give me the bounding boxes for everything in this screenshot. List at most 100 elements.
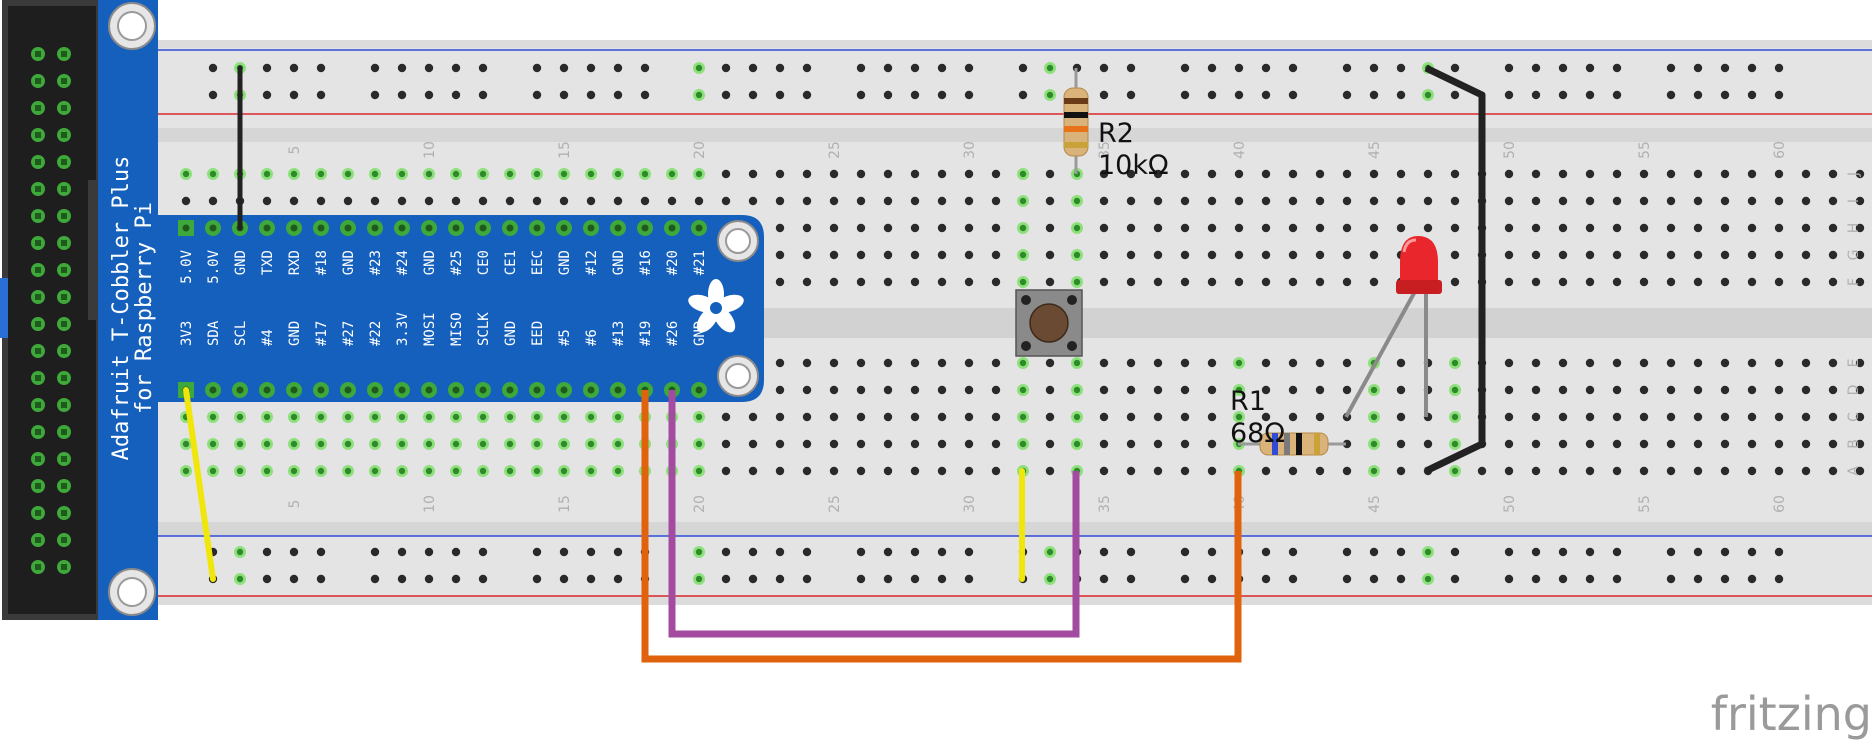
- breadboard-hole: [1855, 412, 1865, 422]
- breadboard-hole: [397, 63, 407, 73]
- breadboard-hole: [1126, 90, 1136, 100]
- breadboard-hole: [775, 196, 785, 206]
- breadboard-hole: [613, 63, 623, 73]
- breadboard-hole: [748, 90, 758, 100]
- breadboard-hole: [1369, 277, 1379, 287]
- breadboard-hole: [829, 385, 839, 395]
- breadboard-hole: [1396, 439, 1406, 449]
- breadboard-hole: [1666, 223, 1676, 233]
- breadboard-hole: [1531, 412, 1541, 422]
- column-number: 40: [1232, 141, 1248, 159]
- breadboard-hole: [289, 196, 299, 206]
- breadboard-hole: [532, 90, 542, 100]
- breadboard-hole: [693, 546, 705, 558]
- breadboard-hole: [910, 466, 920, 476]
- breadboard-hole: [964, 547, 974, 557]
- breadboard-hole: [1747, 90, 1757, 100]
- header-pin: [31, 155, 45, 169]
- breadboard-hole: [1153, 358, 1163, 368]
- breadboard-hole: [1693, 90, 1703, 100]
- breadboard-hole: [450, 411, 462, 423]
- breadboard-hole: [1288, 385, 1298, 395]
- breadboard-hole: [1126, 439, 1136, 449]
- breadboard-hole: [1017, 411, 1029, 423]
- cobbler-pin-label: #20: [665, 250, 681, 275]
- cobbler-pin: [610, 382, 626, 398]
- breadboard-hole: [1693, 574, 1703, 584]
- breadboard-hole: [1207, 358, 1217, 368]
- breadboard-hole: [1720, 385, 1730, 395]
- breadboard-hole: [1045, 250, 1055, 260]
- breadboard-hole: [1504, 63, 1514, 73]
- breadboard-hole: [829, 250, 839, 260]
- breadboard-hole: [829, 358, 839, 368]
- header-pin: [31, 371, 45, 385]
- breadboard-hole: [613, 90, 623, 100]
- cobbler-pin-label: GND: [503, 321, 519, 346]
- breadboard-hole: [1153, 412, 1163, 422]
- cobbler-pin: [664, 220, 680, 236]
- breadboard-hole: [531, 411, 543, 423]
- breadboard-hole: [1234, 277, 1244, 287]
- breadboard-hole: [1369, 250, 1379, 260]
- breadboard-hole: [721, 169, 731, 179]
- header-pin: [57, 317, 71, 331]
- header-pin: [57, 344, 71, 358]
- cobbler-pin-label: #4: [260, 329, 276, 346]
- breadboard-hole: [234, 465, 246, 477]
- cobbler-pin: [286, 220, 302, 236]
- breadboard-hole: [1504, 466, 1514, 476]
- breadboard-hole: [1531, 385, 1541, 395]
- breadboard-hole: [396, 465, 408, 477]
- breadboard-hole: [1369, 90, 1379, 100]
- column-number: 20: [692, 141, 708, 159]
- breadboard-hole: [1018, 63, 1028, 73]
- breadboard-hole: [910, 250, 920, 260]
- breadboard-hole: [1342, 90, 1352, 100]
- breadboard-hole: [450, 168, 462, 180]
- breadboard-hole: [1720, 439, 1730, 449]
- r1-name: R1: [1230, 386, 1266, 417]
- header-pin: [57, 452, 71, 466]
- breadboard-hole: [1747, 385, 1757, 395]
- breadboard-hole: [1612, 277, 1622, 287]
- breadboard-hole: [1126, 466, 1136, 476]
- breadboard-hole: [1315, 250, 1325, 260]
- breadboard-hole: [532, 63, 542, 73]
- breadboard-hole: [964, 439, 974, 449]
- breadboard-hole: [315, 168, 327, 180]
- breadboard-hole: [991, 277, 1001, 287]
- header-pin: [31, 533, 45, 547]
- breadboard-hole: [397, 90, 407, 100]
- breadboard-hole: [450, 438, 462, 450]
- breadboard-hole: [1261, 63, 1271, 73]
- breadboard-hole: [1369, 223, 1379, 233]
- wire-yellow-3v3: [183, 387, 216, 582]
- breadboard-hole: [1612, 439, 1622, 449]
- breadboard-hole: [640, 196, 650, 206]
- breadboard-hole: [1207, 412, 1217, 422]
- breadboard-hole: [1720, 547, 1730, 557]
- breadboard-hole: [613, 547, 623, 557]
- breadboard-hole: [1261, 169, 1271, 179]
- cobbler-pin-label: #16: [638, 250, 654, 275]
- breadboard-hole: [829, 412, 839, 422]
- breadboard-hole: [964, 574, 974, 584]
- breadboard-hole: [1855, 169, 1865, 179]
- breadboard-hole: [1071, 249, 1083, 261]
- breadboard-hole: [1747, 63, 1757, 73]
- breadboard-hole: [802, 90, 812, 100]
- header-pin: [31, 344, 45, 358]
- breadboard-hole: [1774, 196, 1784, 206]
- breadboard-hole: [1315, 196, 1325, 206]
- breadboard-hole: [370, 63, 380, 73]
- breadboard-hole: [1801, 412, 1811, 422]
- breadboard-hole: [1639, 196, 1649, 206]
- header-pin: [57, 74, 71, 88]
- breadboard-hole: [423, 438, 435, 450]
- breadboard-hole: [1261, 385, 1271, 395]
- breadboard-hole: [1180, 439, 1190, 449]
- breadboard-hole: [693, 411, 705, 423]
- breadboard-hole: [1720, 90, 1730, 100]
- breadboard-hole: [1099, 385, 1109, 395]
